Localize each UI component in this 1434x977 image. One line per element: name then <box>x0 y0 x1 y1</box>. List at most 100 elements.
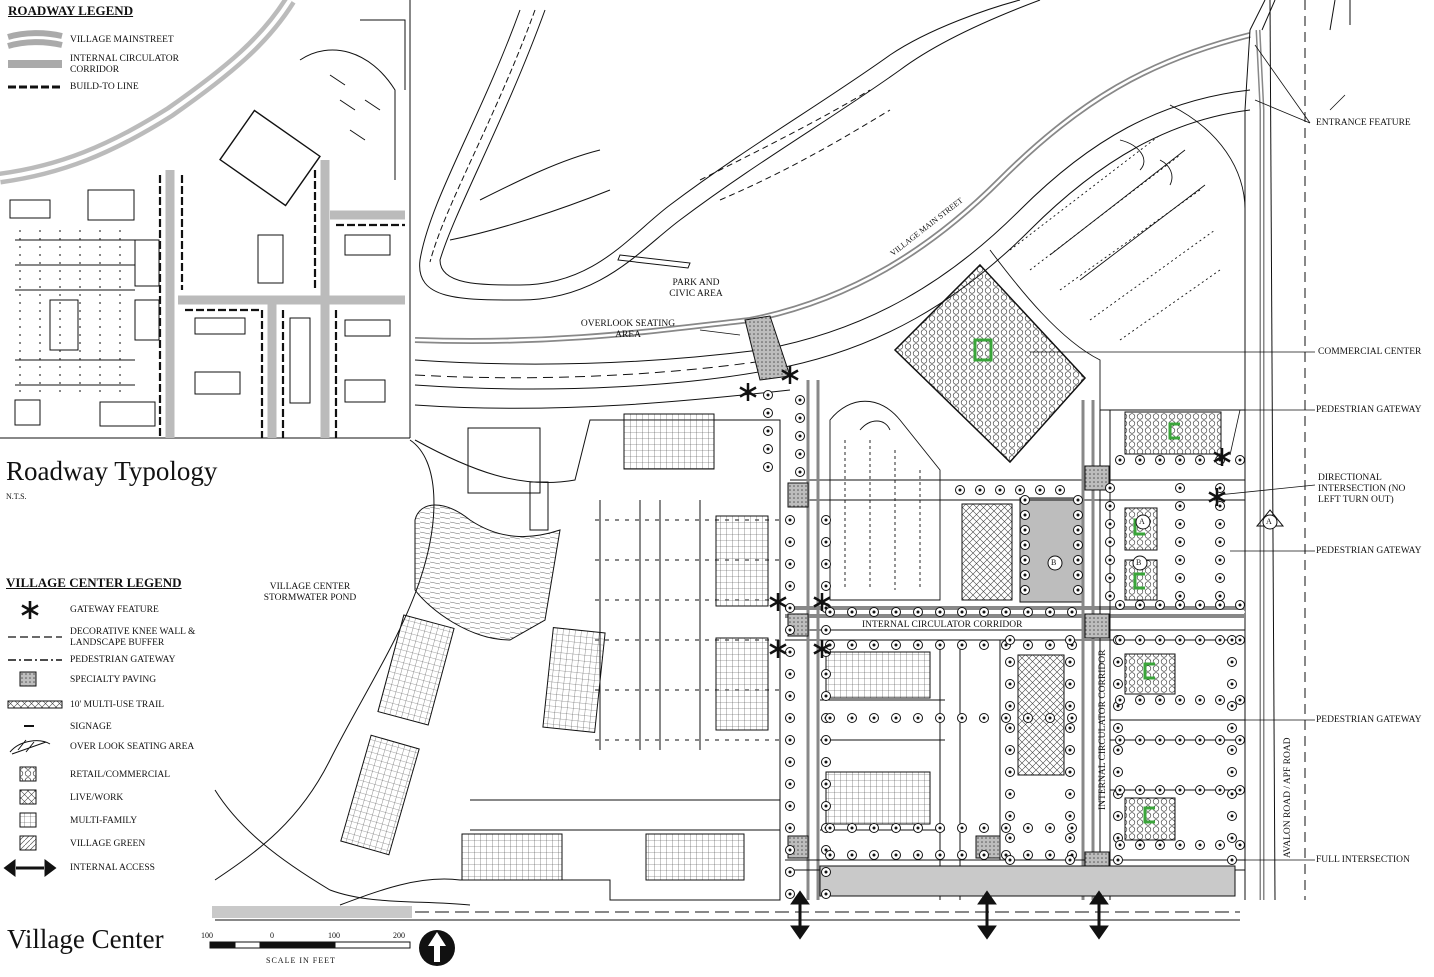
tree-symbol-center <box>1108 486 1112 490</box>
tree-symbol-center <box>916 853 920 857</box>
tree-symbol-center <box>798 398 802 402</box>
tree-symbol-center <box>1076 498 1080 502</box>
scale-label: SCALE IN FEET <box>266 956 336 965</box>
asterisk-stroke <box>813 596 831 608</box>
tree-symbol-center <box>1218 638 1222 642</box>
tree-symbol-center <box>872 853 876 857</box>
tree-symbol-center <box>1230 770 1234 774</box>
tree-symbol-center <box>788 848 792 852</box>
roadway-typology-inset <box>0 0 411 439</box>
village-center-title: Village Center <box>7 924 164 954</box>
tree-symbol-center <box>1004 826 1008 830</box>
roadway-typology-title: Roadway Typology <box>6 456 218 486</box>
tree-symbol-center <box>1138 638 1142 642</box>
tree-symbol-center <box>1158 638 1162 642</box>
tree-symbol-center <box>982 610 986 614</box>
tree-symbol-center <box>1230 748 1234 752</box>
tree-symbol-center <box>1198 458 1202 462</box>
tree-symbol-center <box>1068 704 1072 708</box>
tree-symbol-center <box>1178 458 1182 462</box>
tree-symbol-center <box>1178 504 1182 508</box>
tree-symbol-center <box>788 804 792 808</box>
tree-symbol-center <box>788 628 792 632</box>
tree-symbol-center <box>1108 540 1112 544</box>
scale-bar <box>209 941 411 949</box>
tree-symbol-center <box>938 826 942 830</box>
tree-symbol-center <box>1023 558 1027 562</box>
village-greens <box>1019 411 1222 841</box>
tree-symbol-center <box>894 853 898 857</box>
tree-symbol-center <box>1238 843 1242 847</box>
tree-symbol-center <box>788 760 792 764</box>
scale-tick-100-left: 100 <box>201 931 213 940</box>
tree-symbol-center <box>938 716 942 720</box>
legend-retail-commercial: RETAIL/COMMERCIAL <box>70 770 171 780</box>
tree-symbol-center <box>788 518 792 522</box>
tree-symbol-center <box>1238 458 1242 462</box>
tree-symbol-center <box>850 826 854 830</box>
tree-symbol-center <box>1138 458 1142 462</box>
asterisk-stroke <box>769 596 787 608</box>
tree-symbol-center <box>788 584 792 588</box>
tree-symbol-center <box>824 782 828 786</box>
tree-symbol-center <box>1118 788 1122 792</box>
tree-symbol-center <box>894 643 898 647</box>
legend-symbols <box>3 30 63 877</box>
tree-symbol-center <box>1178 522 1182 526</box>
tree-symbol-center <box>1218 843 1222 847</box>
asterisk-stroke <box>781 369 799 381</box>
tree-symbol-center <box>766 465 770 469</box>
legend-multi-use-trail: 10' MULTI-USE TRAIL <box>70 700 165 710</box>
tree-symbol-center <box>1198 698 1202 702</box>
tree-symbol-center <box>1048 853 1052 857</box>
tree-symbol-center <box>1218 486 1222 490</box>
legend-live-work: LIVE/WORK <box>70 793 124 803</box>
legend-specialty-paving: SPECIALTY PAVING <box>70 675 157 685</box>
label-circulator-horizontal: INTERNAL CIRCULATOR CORRIDOR <box>862 620 1023 630</box>
tree-symbol-center <box>824 628 828 632</box>
tree-symbol-center <box>1008 770 1012 774</box>
tree-symbol-center <box>1158 843 1162 847</box>
tree-symbol-center <box>978 488 982 492</box>
tree-symbol-center <box>998 488 1002 492</box>
tree-symbol-center <box>1008 836 1012 840</box>
tree-symbol-center <box>1238 698 1242 702</box>
legend-build-to-line: BUILD-TO LINE <box>70 82 139 92</box>
tree-symbol-center <box>1008 660 1012 664</box>
callout-pedestrian-gateway-3: PEDESTRIAN GATEWAY <box>1316 715 1422 725</box>
tree-symbol-center <box>1218 698 1222 702</box>
tree-symbol-center <box>1023 573 1027 577</box>
tree-symbol-center <box>1198 738 1202 742</box>
gateway-asterisk-icon <box>1208 488 1226 506</box>
tree-symbol-center <box>960 643 964 647</box>
tree-symbol-center <box>1008 792 1012 796</box>
legend-overlook-seating: OVER LOOK SEATING AREA <box>70 742 195 752</box>
tree-symbol-center <box>960 610 964 614</box>
gateway-asterisk-icon <box>769 593 787 611</box>
tree-symbol-center <box>1026 853 1030 857</box>
tree-symbol-center <box>1218 522 1222 526</box>
tree-symbol-center <box>916 716 920 720</box>
tree-symbol-center <box>1068 770 1072 774</box>
tree-symbol-center <box>1158 603 1162 607</box>
asterisk-stroke <box>1208 491 1226 503</box>
tree-symbol-center <box>1048 610 1052 614</box>
asterisk-stroke <box>813 643 831 655</box>
asterisk-stroke <box>1213 451 1231 463</box>
marker-b-1: B <box>1051 558 1057 567</box>
tree-symbol-center <box>1178 486 1182 490</box>
callout-directional-intersection: DIRECTIONAL INTERSECTION (NO LEFT TURN O… <box>1318 473 1406 505</box>
tree-symbol-center <box>828 610 832 614</box>
legend-gateway-feature: GATEWAY FEATURE <box>70 605 159 615</box>
tree-symbol-center <box>788 870 792 874</box>
tree-symbol-center <box>982 643 986 647</box>
tree-symbol-center <box>1138 788 1142 792</box>
tree-symbol-center <box>1076 573 1080 577</box>
tree-symbol-center <box>960 826 964 830</box>
tree-symbol-center <box>824 518 828 522</box>
tree-symbol-center <box>1230 660 1234 664</box>
tree-symbol-center <box>1218 576 1222 580</box>
tree-symbol-center <box>872 610 876 614</box>
tree-symbol-center <box>1076 513 1080 517</box>
tree-symbol-center <box>872 716 876 720</box>
